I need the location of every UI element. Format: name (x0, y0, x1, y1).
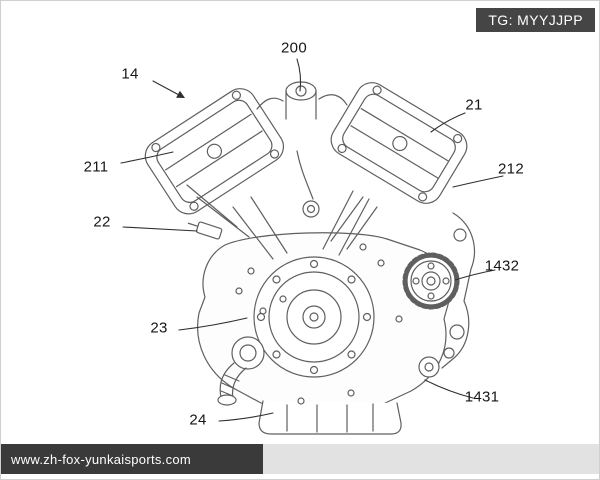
callout-21: 21 (465, 96, 483, 114)
callout-24: 24 (189, 411, 207, 429)
leader-22 (122, 226, 198, 232)
callout-200: 200 (281, 39, 307, 57)
leader-212 (452, 175, 504, 188)
oil-pan (258, 400, 402, 435)
footer-url-text: www.zh-fox-yunkaisports.com (11, 451, 192, 467)
watermark-tag-text: TG: MYYJJPP (488, 12, 583, 28)
gear (402, 252, 460, 310)
callout-14: 14 (121, 65, 139, 83)
round-cover (253, 256, 375, 378)
leader-1431 (424, 379, 474, 399)
callout-23: 23 (150, 319, 168, 337)
water-pump (217, 336, 265, 406)
sensor (187, 221, 223, 240)
engine-drawing (144, 81, 475, 435)
right-valve-cover (330, 82, 468, 204)
leader-24 (218, 412, 274, 422)
callout-leader-lines (120, 58, 504, 422)
callout-1431: 1431 (464, 388, 500, 406)
footer-filler (263, 444, 599, 474)
left-valve-cover (144, 88, 285, 215)
callout-1432: 1432 (484, 257, 520, 275)
leader-14 (152, 80, 180, 96)
leader-200 (296, 58, 302, 92)
arrowhead-14 (176, 90, 185, 98)
leader-21 (430, 112, 466, 133)
footer-strip: www.zh-fox-yunkaisports.com (1, 444, 599, 474)
watermark-tag: TG: MYYJJPP (476, 8, 595, 32)
footer-url-bar: www.zh-fox-yunkaisports.com (1, 444, 263, 474)
leader-23 (178, 317, 248, 331)
callout-211: 211 (83, 158, 109, 176)
callout-22: 22 (93, 213, 111, 231)
callout-212: 212 (498, 160, 524, 178)
leader-211 (120, 151, 174, 164)
leader-1432 (454, 269, 496, 281)
